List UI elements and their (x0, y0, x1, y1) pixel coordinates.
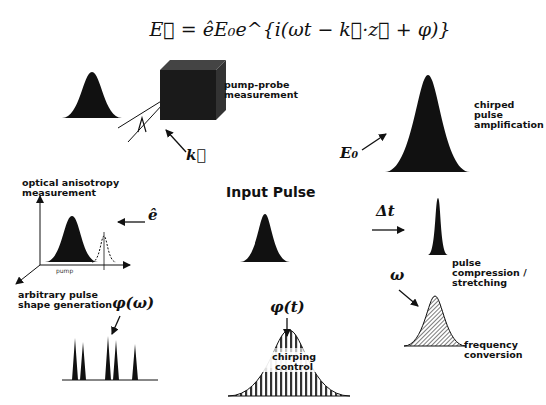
chirped-pulse (228, 318, 350, 396)
axis-label: pump (56, 268, 73, 274)
symbol-label: k⃗ (186, 148, 205, 164)
figure-label: pulse compression / stretching (452, 258, 542, 288)
symbol-label: ê (148, 208, 158, 224)
anisotropy-figure (16, 196, 145, 284)
symbol-label: ω (390, 268, 404, 284)
equation-title: E⃗ = êE₀e^{i(ωt − k⃗·z⃗ + φ)} (149, 20, 450, 40)
figure-label: arbitrary pulse shape generation (18, 290, 118, 310)
input-pulse (240, 214, 290, 262)
symbol-label: φ(t) (270, 300, 305, 316)
figure-label: chirping control (252, 352, 336, 372)
figure-label: frequency conversion (464, 340, 542, 360)
amplified-pulse (362, 75, 470, 172)
converted-pulse (399, 290, 466, 346)
pump-probe-figure (62, 60, 226, 152)
compressed-pulse (372, 198, 448, 255)
figure-label: pump-probe measurement (224, 80, 296, 100)
center-label: Input Pulse (226, 185, 316, 200)
figure-label: chirped pulse amplification (474, 100, 542, 130)
symbol-label: Δt (376, 204, 395, 220)
shaped-pulse-train (62, 316, 158, 380)
symbol-label: φ(ω) (112, 296, 154, 312)
figure-label: optical anisotropy measurement (22, 178, 122, 198)
symbol-label: E₀ (340, 146, 358, 162)
